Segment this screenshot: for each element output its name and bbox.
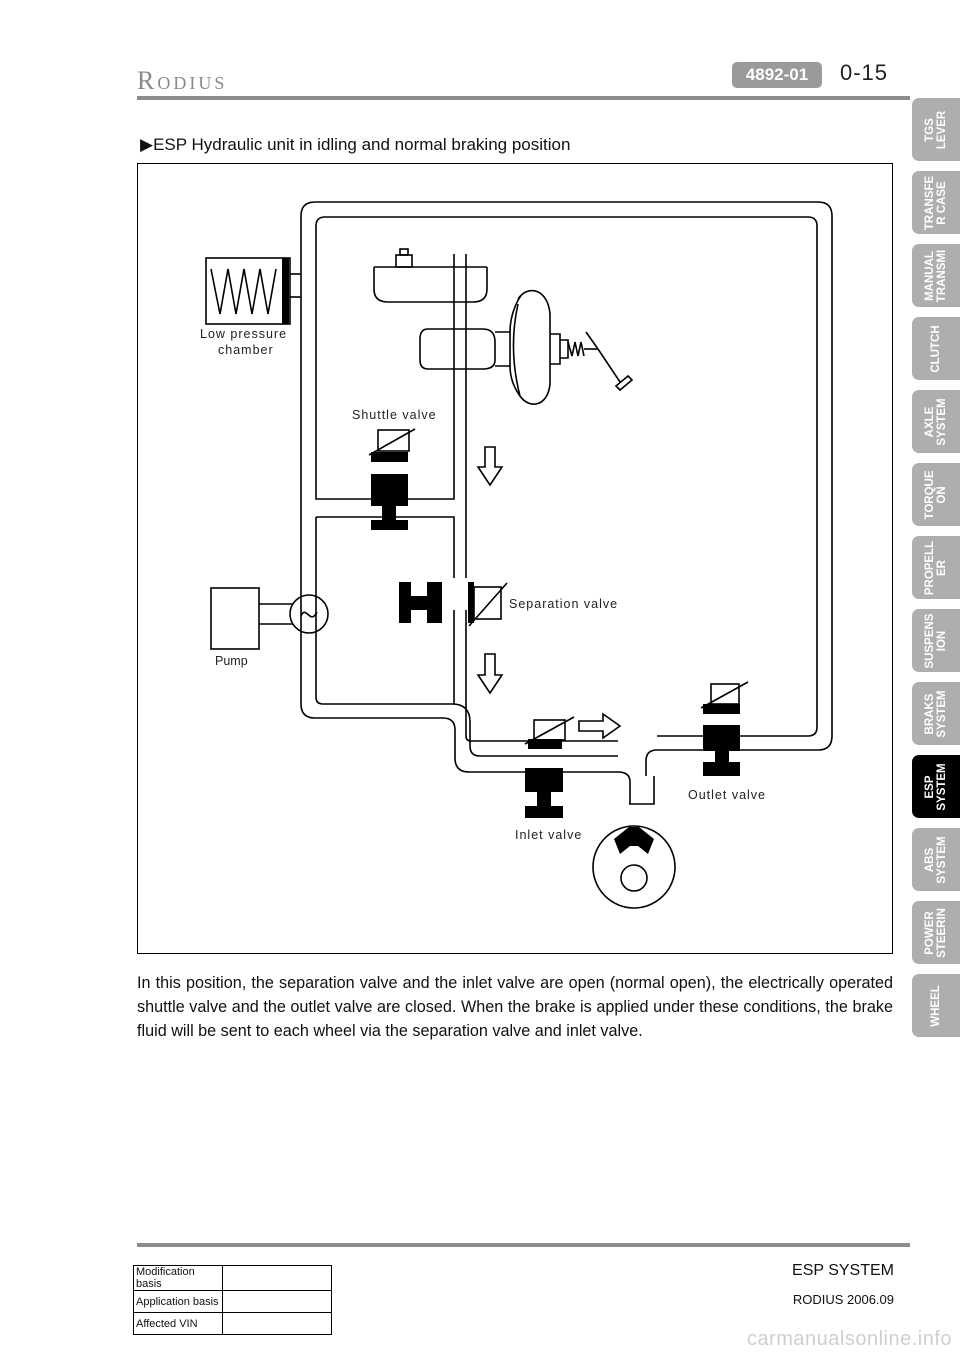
table-cell-value	[222, 1290, 332, 1313]
tab-label: MANUAL TRANSMI	[924, 249, 948, 302]
table-row: Modification basis	[133, 1265, 332, 1291]
low-pressure-chamber-label: Low pressure	[200, 327, 288, 341]
tab-label: TORQUE ON	[924, 470, 948, 519]
table-cell-key: Application basis	[133, 1290, 223, 1313]
table-cell-key: Affected VIN	[133, 1312, 223, 1335]
header-divider	[137, 96, 910, 100]
table-row: Application basis	[133, 1290, 332, 1313]
tab-label: ESP SYSTEM	[924, 762, 948, 811]
tab-clutch[interactable]: CLUTCH	[912, 317, 960, 380]
tab-label: SUSPENS ION	[924, 613, 948, 668]
separation-valve-label: Separation valve	[509, 597, 619, 611]
page-number: 0-15	[840, 60, 889, 85]
tab-label: POWER STEERIN	[924, 907, 948, 958]
section-title: ▶ESP Hydraulic unit in idling and normal…	[140, 135, 571, 154]
table-cell-value	[222, 1265, 332, 1291]
tab-label: WHEEL	[930, 984, 942, 1027]
footer-model-date: RODIUS 2006.09	[792, 1292, 894, 1307]
tab-suspension[interactable]: SUSPENS ION	[912, 609, 960, 672]
tab-brakes-system[interactable]: BRAKS SYSTEM	[912, 682, 960, 745]
description-paragraph: In this position, the separation valve a…	[137, 974, 893, 1040]
document-code-badge: 4892-01	[732, 62, 822, 88]
pump-label: Pump	[215, 654, 248, 668]
table-cell-value	[222, 1312, 332, 1335]
hydraulic-diagram-drawing	[205, 201, 833, 909]
tab-tgs-lever[interactable]: TGS LEVER	[912, 98, 960, 161]
outlet-valve-label: Outlet valve	[688, 788, 767, 802]
tab-torque-on[interactable]: TORQUE ON	[912, 463, 960, 526]
hydraulic-diagram: Low pressure chamber Shuttle valve Separ…	[137, 163, 893, 954]
modification-table: Modification basis Application basis Aff…	[133, 1265, 332, 1335]
tab-axle-system[interactable]: AXLE SYSTEM	[912, 390, 960, 453]
tab-wheel[interactable]: WHEEL	[912, 974, 960, 1037]
tab-label: BRAKS SYSTEM	[924, 689, 948, 738]
table-cell-key: Modification basis	[133, 1265, 223, 1291]
footer-divider	[137, 1243, 910, 1247]
brand-logo: Rodius	[137, 66, 228, 95]
tab-label: CLUTCH	[930, 324, 942, 373]
watermark: carmanualsonline.info	[746, 1328, 952, 1350]
tab-transfer-case[interactable]: TRANSFE R CASE	[912, 171, 960, 234]
tab-power-steering[interactable]: POWER STEERIN	[912, 901, 960, 964]
tab-label: TRANSFE R CASE	[924, 175, 948, 230]
low-pressure-chamber-label-line2: chamber	[218, 343, 274, 357]
tab-label: AXLE SYSTEM	[924, 397, 948, 446]
tab-manual-transmission[interactable]: MANUAL TRANSMI	[912, 244, 960, 307]
inlet-valve-label: Inlet valve	[515, 828, 583, 842]
tab-label: TGS LEVER	[924, 110, 948, 149]
table-row: Affected VIN	[133, 1312, 332, 1335]
tab-label: PROPELL ER	[924, 540, 948, 595]
footer-section-title: ESP SYSTEM	[792, 1262, 894, 1279]
tab-label: ABS SYSTEM	[924, 835, 948, 884]
tab-propeller[interactable]: PROPELL ER	[912, 536, 960, 599]
shuttle-valve-label: Shuttle valve	[352, 408, 437, 422]
tab-abs-system[interactable]: ABS SYSTEM	[912, 828, 960, 891]
tab-esp-system[interactable]: ESP SYSTEM	[912, 755, 960, 818]
